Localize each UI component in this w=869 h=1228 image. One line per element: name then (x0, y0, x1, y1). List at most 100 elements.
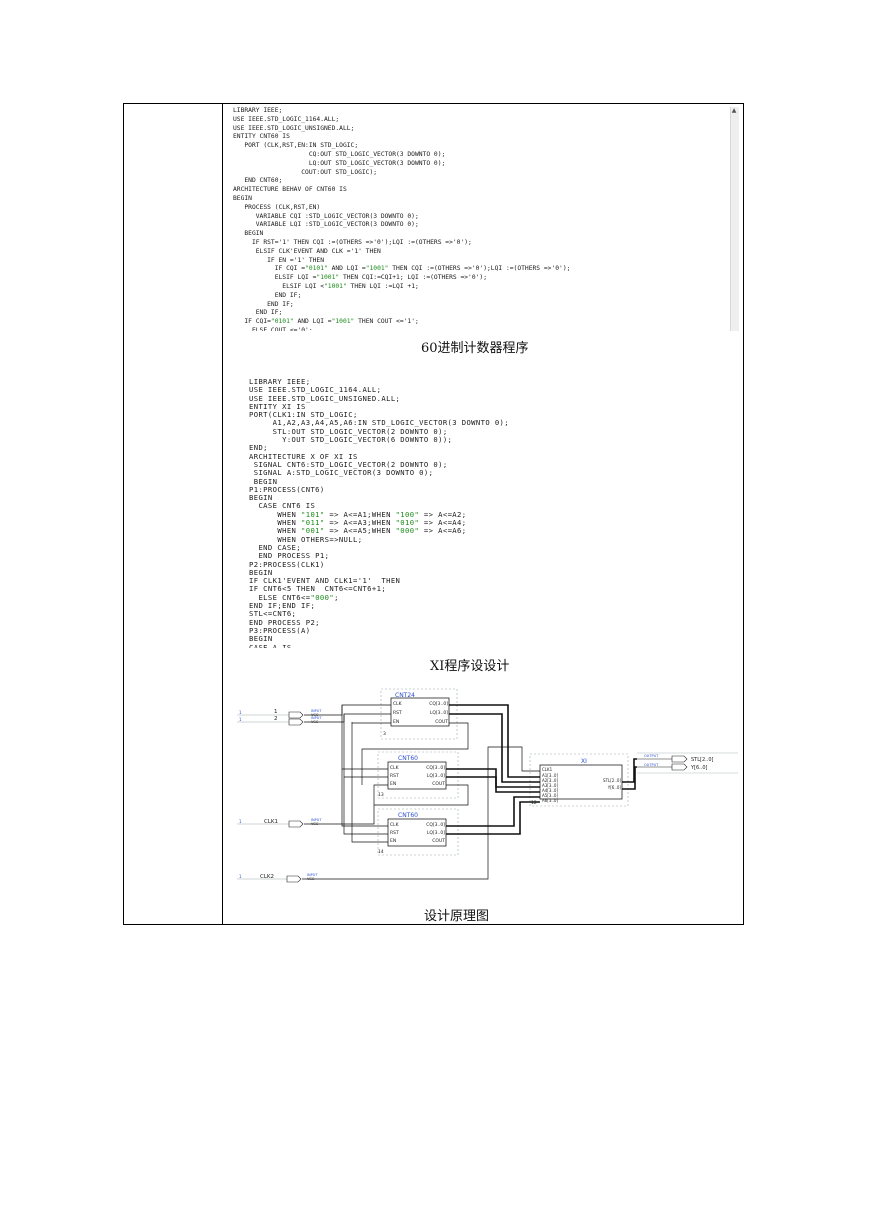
code-line: END; (249, 443, 268, 453)
code-line: BEGIN (233, 194, 252, 202)
svg-text:CQ[3..0]: CQ[3..0] (426, 765, 445, 771)
svg-text:STL[2..0]: STL[2..0] (691, 757, 714, 763)
code-line: WHEN "101" => A<=A1;WHEN "100" => A<=A2; (249, 509, 467, 519)
svg-text:13: 13 (378, 792, 384, 798)
svg-text:INPUT: INPUT (311, 709, 322, 713)
svg-text:CLK2: CLK2 (260, 874, 274, 880)
code-line: CQ:OUT STD_LOGIC_VECTOR(3 DOWNTO 0); (233, 150, 446, 158)
code-line: A1,A2,A3,A4,A5,A6:IN STD_LOGIC_VECTOR(3 … (249, 418, 509, 428)
svg-text:1: 1 (239, 717, 242, 722)
block-cnt24: CNT24 CLK RST EN CQ[3..0] LQ[3..0] COUT … (380, 688, 458, 740)
code-line: END IF; (233, 291, 302, 299)
code-line: VARIABLE LQI :STD_LOGIC_VECTOR(3 DOWNTO … (233, 221, 419, 229)
svg-text:OUTPUT: OUTPUT (644, 754, 659, 758)
code-line: ENTITY XI IS (249, 401, 306, 411)
svg-text:OUTPUT: OUTPUT (644, 763, 659, 767)
block-title: CNT24 (395, 692, 415, 699)
svg-text:Y[6..0]: Y[6..0] (690, 765, 708, 771)
code-line: STL<=CNT6; (249, 609, 297, 619)
code-line: USE IEEE.STD_LOGIC_1164.ALL; (233, 115, 340, 123)
svg-text:CLK: CLK (390, 822, 400, 828)
svg-text:EN: EN (393, 719, 399, 725)
svg-text:A5[3..0]: A5[3..0] (542, 793, 558, 798)
code-line: END CASE; (249, 542, 301, 552)
svg-text:COUT: COUT (435, 719, 448, 725)
code-line: LQ:OUT STD_LOGIC_VECTOR(3 DOWNTO 0); (233, 159, 446, 167)
code-line: IF CNT6<5 THEN CNT6<=CNT6+1; (249, 584, 387, 594)
code-scrollbar[interactable] (730, 107, 739, 331)
code-line: CASE A IS (249, 642, 292, 648)
svg-text:14: 14 (378, 849, 384, 855)
code-line: ARCHITECTURE BEHAV OF CNT60 IS (233, 186, 347, 194)
code-line: END IF; (233, 309, 283, 317)
code-line: END IF; (233, 300, 294, 308)
code-listing-cnt60: LIBRARY IEEE; USE IEEE.STD_LOGIC_1164.AL… (233, 107, 738, 331)
svg-text:CLK1: CLK1 (264, 819, 278, 825)
code-line: IF CLK1'EVENT AND CLK1='1' THEN (249, 576, 401, 586)
block-cnt60-a: CNT60 CLK RST EN CQ[3..0] LQ[3..0] COUT … (377, 751, 459, 799)
scroll-up-arrow-icon[interactable]: ▲ (731, 107, 737, 114)
code-line: END IF;END IF; (249, 601, 316, 611)
code-line: ELSIF LQI <"1001" THEN LQI :=LQI +1; (233, 282, 419, 290)
svg-text:INPUT: INPUT (311, 716, 322, 720)
block-title: XI (581, 758, 587, 765)
code-line: IF EN ='1' THEN (233, 256, 324, 264)
output-pins: OUTPUT STL[2..0] OUTPUT Y[6..0] (637, 752, 738, 774)
svg-text:12: 12 (531, 800, 537, 806)
svg-text:COUT: COUT (432, 838, 445, 844)
input-pins: 1 1 INPUT VCC 1 2 INPUT VCC 1 CLK1 INPUT… (237, 709, 322, 883)
block-xi: XI CLK1 A1[3..0] A2[3..0] A3[3..0] A4[3.… (529, 753, 629, 807)
code-line: ELSE COUT <='0'; (233, 326, 313, 331)
svg-text:1: 1 (239, 710, 242, 715)
table-column-divider (222, 103, 223, 925)
svg-text:A3[3..0]: A3[3..0] (542, 783, 558, 788)
code-line: END PROCESS P1; (249, 551, 330, 561)
code-line: STL:OUT STD_LOGIC_VECTOR(2 DOWNTO 0); (249, 426, 448, 436)
svg-text:STL[2..0]: STL[2..0] (603, 778, 621, 783)
svg-text:1: 1 (274, 709, 278, 715)
svg-text:1: 1 (239, 874, 242, 879)
block-cnt60-b: CNT60 CLK RST EN CQ[3..0] LQ[3..0] COUT … (377, 808, 459, 856)
code-line: BEGIN (233, 230, 264, 238)
caption-xi: XI程序设设计 (430, 659, 510, 674)
code-line: PORT (CLK,RST,EN:IN STD_LOGIC; (233, 142, 359, 150)
code-line: END CNT60; (233, 177, 283, 185)
table-frame (123, 103, 744, 925)
code-line: BEGIN (249, 567, 273, 577)
code-line: ENTITY CNT60 IS (233, 133, 290, 141)
svg-text:INPUT: INPUT (311, 818, 322, 822)
code-line: CASE CNT6 IS (249, 501, 316, 511)
code-line: PROCESS (CLK,RST,EN) (233, 203, 321, 211)
code-line: ELSIF CLK'EVENT AND CLK ='1' THEN (233, 247, 381, 255)
code-line: END PROCESS P2; (249, 617, 320, 627)
bus-wires (446, 704, 637, 835)
code-line: USE IEEE.STD_LOGIC_UNSIGNED.ALL; (233, 124, 355, 132)
block-title: CNT60 (398, 755, 418, 762)
caption-cnt60: 60进制计数器程序 (421, 341, 529, 356)
code-line: P2:PROCESS(CLK1) (249, 559, 325, 569)
code-line: IF CQI="0101" AND LQI ="1001" THEN COUT … (233, 318, 419, 326)
code-line: USE IEEE.STD_LOGIC_1164.ALL; (249, 385, 382, 395)
code-line: IF RST='1' THEN CQI :=(OTHERS =>'0');LQI… (233, 238, 472, 246)
svg-text:A6[3..0]: A6[3..0] (542, 798, 558, 803)
caption-schematic: 设计原理图 (424, 909, 490, 924)
code-line: Y:OUT STD_LOGIC_VECTOR(6 DOWNTO 0)); (249, 435, 453, 445)
svg-text:CQ[3..0]: CQ[3..0] (426, 822, 445, 828)
code-line: P1:PROCESS(CNT6) (249, 484, 325, 494)
svg-text:RST: RST (390, 830, 399, 836)
wires (302, 704, 540, 880)
svg-text:RST: RST (393, 710, 402, 716)
svg-text:COUT: COUT (432, 781, 445, 787)
code-line: LIBRARY IEEE; (233, 107, 283, 114)
svg-text:1: 1 (239, 819, 242, 824)
code-line: P3:PROCESS(A) (249, 625, 311, 635)
code-line: COUT:OUT STD_LOGIC); (233, 168, 378, 176)
code-line: USE IEEE.STD_LOGIC_UNSIGNED.ALL; (249, 393, 401, 403)
code-line: VARIABLE CQI :STD_LOGIC_VECTOR(3 DOWNTO … (233, 212, 419, 220)
block-title: CNT60 (398, 812, 418, 819)
code-listing-xi: LIBRARY IEEE; USE IEEE.STD_LOGIC_1164.AL… (249, 378, 734, 648)
code-line: ELSIF LQI ="1001" THEN CQI:=CQI+1; LQI :… (233, 274, 488, 282)
svg-text:2: 2 (274, 716, 278, 722)
schematic-diagram: CNT24 CLK RST EN CQ[3..0] LQ[3..0] COUT … (237, 688, 738, 883)
code-text-cnt60: LIBRARY IEEE; USE IEEE.STD_LOGIC_1164.AL… (233, 107, 738, 331)
